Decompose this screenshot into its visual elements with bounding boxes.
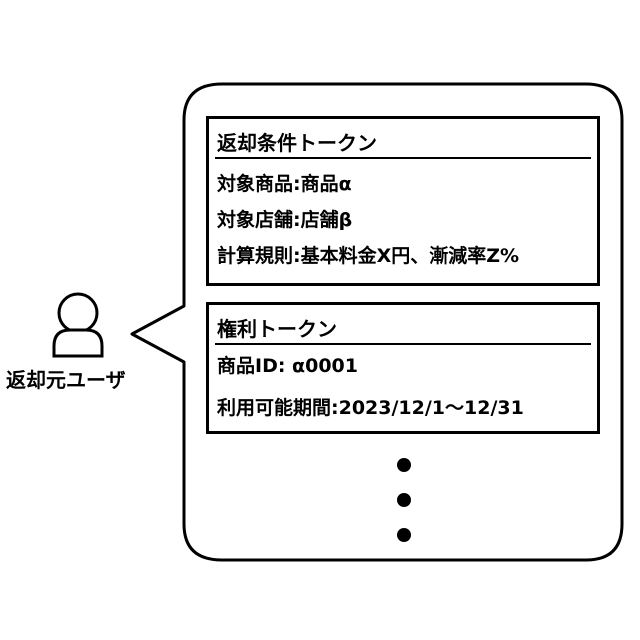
- right-token-box: 権利トークン 商品ID: α0001 利用可能期間:2023/12/1～12/3…: [206, 302, 600, 434]
- ellipsis-dot-2: [397, 493, 411, 507]
- condition-token-title: 返却条件トークン: [217, 127, 377, 156]
- product-id: 商品ID: α0001: [217, 351, 358, 378]
- target-store: 対象店舗:店舗β: [217, 205, 352, 232]
- right-token-title: 権利トークン: [217, 313, 337, 342]
- target-product: 対象商品:商品α: [217, 169, 352, 196]
- right-token-divider: [215, 343, 591, 345]
- person-icon: [54, 294, 102, 356]
- ellipsis-dot-1: [397, 458, 411, 472]
- calc-rule: 計算規則:基本料金X円、漸減率Z%: [217, 241, 519, 268]
- condition-token-box: 返却条件トークン 対象商品:商品α 対象店舗:店舗β 計算規則:基本料金X円、漸…: [206, 116, 600, 286]
- user-label: 返却元ユーザ: [6, 364, 166, 393]
- available-period: 利用可能期間:2023/12/1～12/31: [217, 393, 524, 420]
- condition-token-divider: [215, 157, 591, 159]
- ellipsis-dot-3: [397, 528, 411, 542]
